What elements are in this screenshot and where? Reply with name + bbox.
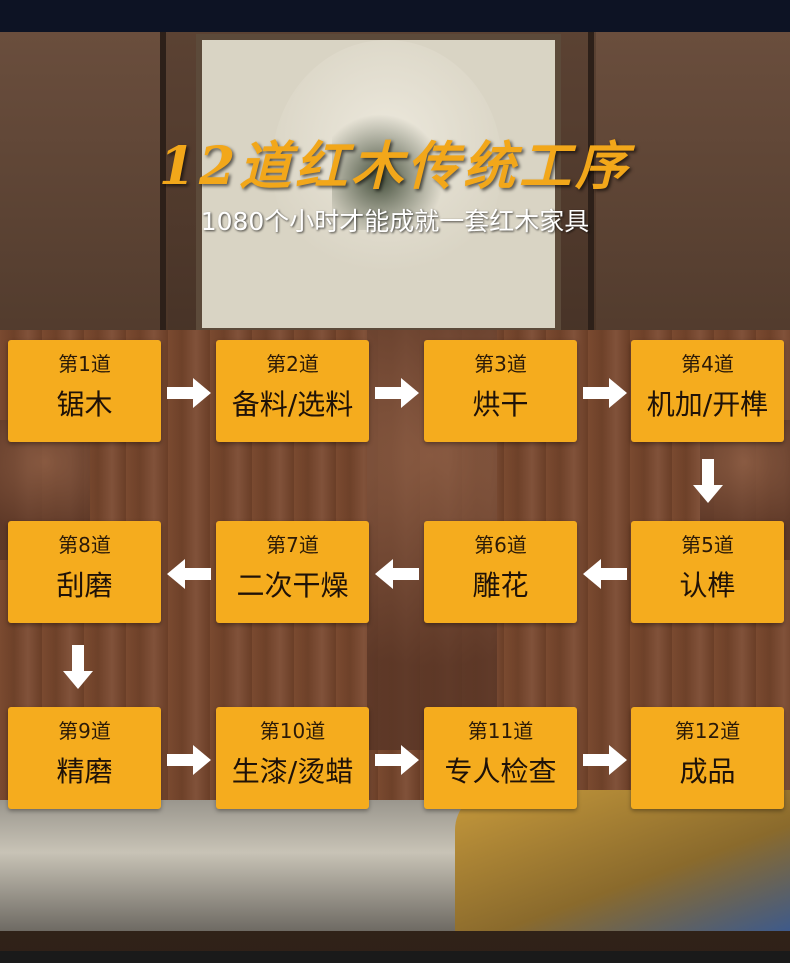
step-number: 第1道 <box>58 348 111 377</box>
step-number: 第12道 <box>675 715 740 744</box>
arrow-right-icon <box>375 745 419 775</box>
step-3: 第3道 烘干 <box>424 340 577 442</box>
step-6: 第6道 雕花 <box>424 521 577 623</box>
page-subtitle: 1080个小时才能成就一套红木家具 <box>0 202 790 238</box>
step-12: 第12道 成品 <box>631 707 784 809</box>
arrow-down-icon <box>693 459 723 503</box>
step-name: 成品 <box>679 750 735 790</box>
step-number: 第6道 <box>474 529 527 558</box>
step-number: 第5道 <box>681 529 734 558</box>
step-5: 第5道 认榫 <box>631 521 784 623</box>
arrow-right-icon <box>583 378 627 408</box>
arrow-right-icon <box>583 745 627 775</box>
step-1: 第1道 锯木 <box>8 340 161 442</box>
step-number: 第10道 <box>260 715 325 744</box>
step-name: 认榫 <box>679 564 735 604</box>
step-number: 第4道 <box>681 348 734 377</box>
step-number: 第9道 <box>58 715 111 744</box>
step-name: 精磨 <box>56 750 112 790</box>
step-name: 备料/选料 <box>232 383 353 423</box>
step-10: 第10道 生漆/烫蜡 <box>216 707 369 809</box>
pillow <box>455 790 790 931</box>
step-7: 第7道 二次干燥 <box>216 521 369 623</box>
arrow-left-icon <box>167 559 211 589</box>
arrow-down-icon <box>63 645 93 689</box>
step-name: 烘干 <box>472 383 528 423</box>
step-name: 机加/开榫 <box>647 383 768 423</box>
step-name: 刮磨 <box>56 564 112 604</box>
step-name: 专人检查 <box>444 750 556 790</box>
step-name: 雕花 <box>472 564 528 604</box>
step-9: 第9道 精磨 <box>8 707 161 809</box>
step-name: 锯木 <box>56 383 112 423</box>
step-number: 第3道 <box>474 348 527 377</box>
arrow-right-icon <box>375 378 419 408</box>
step-2: 第2道 备料/选料 <box>216 340 369 442</box>
step-name: 生漆/烫蜡 <box>232 750 353 790</box>
bottom-bar <box>0 951 790 963</box>
arrow-left-icon <box>375 559 419 589</box>
step-number: 第7道 <box>266 529 319 558</box>
step-number: 第11道 <box>468 715 533 744</box>
step-8: 第8道 刮磨 <box>8 521 161 623</box>
arrow-left-icon <box>583 559 627 589</box>
page-title: 12道红木传统工序 <box>0 124 790 199</box>
step-11: 第11道 专人检查 <box>424 707 577 809</box>
step-4: 第4道 机加/开榫 <box>631 340 784 442</box>
step-number: 第2道 <box>266 348 319 377</box>
arrow-right-icon <box>167 378 211 408</box>
step-name: 二次干燥 <box>236 564 348 604</box>
top-bar <box>0 0 790 32</box>
arrow-right-icon <box>167 745 211 775</box>
step-number: 第8道 <box>58 529 111 558</box>
